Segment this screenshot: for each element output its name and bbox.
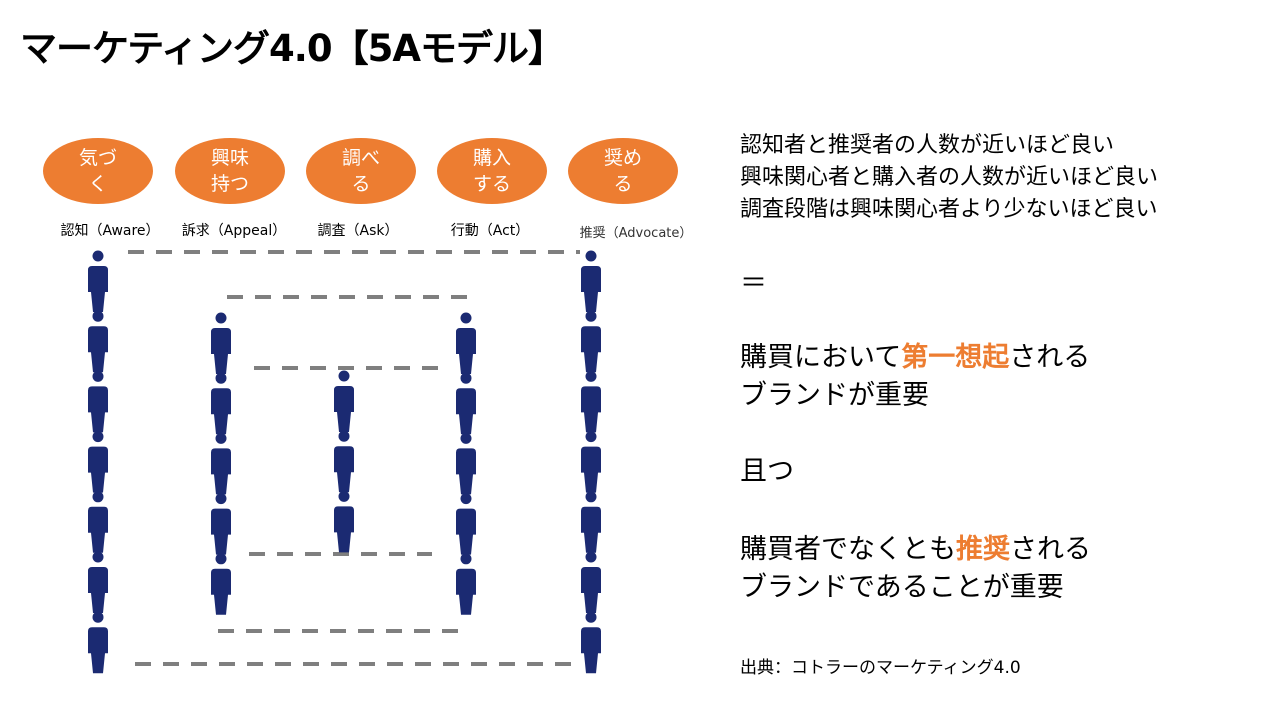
page-title: マーケティング4.0【5Aモデル】 xyxy=(20,27,565,70)
criteria-2: 興味関心者と購入者の人数が近いほど良い xyxy=(740,165,1159,190)
text: される xyxy=(1010,534,1091,565)
person-icon xyxy=(211,312,231,374)
stage-circle: 気づく xyxy=(43,138,153,204)
highlight-recommend: 推奨 xyxy=(956,534,1010,565)
stage-circle-text: 調べ xyxy=(341,147,380,169)
stage-circle-text: 持つ xyxy=(210,173,249,195)
person-icon xyxy=(88,551,108,613)
stage-label: 認知（Aware） xyxy=(60,223,160,239)
person-icon xyxy=(88,611,108,674)
person-icon xyxy=(88,491,108,553)
source-citation: 出典：コトラーのマーケティング4.0 xyxy=(740,658,1021,678)
stage-label: 行動（Act） xyxy=(450,223,530,239)
person-icon xyxy=(456,312,476,374)
stage-circle-text: 奨め xyxy=(603,147,642,169)
person-icon xyxy=(211,553,231,615)
stage-circle: 興味持つ xyxy=(175,138,285,204)
person-icon xyxy=(334,490,354,553)
person-icon xyxy=(334,370,354,432)
stage-circle-text: る xyxy=(613,173,633,195)
stage-circle: 調べる xyxy=(306,138,416,204)
conclusion-1b: ブランドが重要 xyxy=(740,380,929,411)
stage-circle: 奨める xyxy=(568,138,678,204)
person-icon xyxy=(581,551,601,613)
person-icon xyxy=(211,372,231,435)
person-icon xyxy=(456,432,476,495)
stage-label: 訴求（Appeal） xyxy=(181,223,287,239)
person-icon xyxy=(88,250,108,312)
stage-label: 推奨（Advocate） xyxy=(579,226,693,241)
person-icon xyxy=(581,310,601,373)
stage-circle-text: する xyxy=(472,173,511,195)
criteria-1: 認知者と推奨者の人数が近いほど良い xyxy=(740,133,1115,158)
and-text: 且つ xyxy=(740,456,794,487)
stage-label: 調査（Ask） xyxy=(317,223,399,239)
person-icon xyxy=(88,370,108,433)
person-icon xyxy=(88,431,108,493)
text: 購買において xyxy=(740,342,902,373)
person-icon xyxy=(581,370,601,433)
person-icon xyxy=(88,310,108,373)
equals-sign: ＝ xyxy=(740,268,767,299)
funnel-diagram xyxy=(88,250,601,674)
stage-circle-text: る xyxy=(351,173,371,195)
person-icon xyxy=(456,372,476,435)
person-icon xyxy=(581,491,601,553)
stage-circle-text: 興味 xyxy=(210,147,249,169)
person-icon xyxy=(581,611,601,674)
criteria-3: 調査段階は興味関心者より少ないほど良い xyxy=(740,197,1158,222)
text: 購買者でなくとも xyxy=(740,534,956,565)
stage-circle-text: 気づ xyxy=(78,147,117,169)
stage-circle-text: 購入 xyxy=(472,147,511,169)
highlight-first-recall: 第一想起 xyxy=(901,342,1010,373)
person-icon xyxy=(581,431,601,493)
person-icon xyxy=(211,493,231,555)
text: される xyxy=(1009,342,1091,373)
stage-circle: 購入する xyxy=(437,138,547,204)
stage-circle-text: く xyxy=(88,173,108,195)
person-icon xyxy=(581,250,601,312)
conclusion-2b: ブランドであることが重要 xyxy=(740,572,1064,603)
person-icon xyxy=(456,493,476,555)
person-icon xyxy=(456,553,476,615)
person-icon xyxy=(211,432,231,495)
conclusion-1: 購買において第一想起される xyxy=(740,342,1090,374)
person-icon xyxy=(334,430,354,493)
conclusion-2: 購買者でなくとも推奨される xyxy=(740,534,1091,566)
